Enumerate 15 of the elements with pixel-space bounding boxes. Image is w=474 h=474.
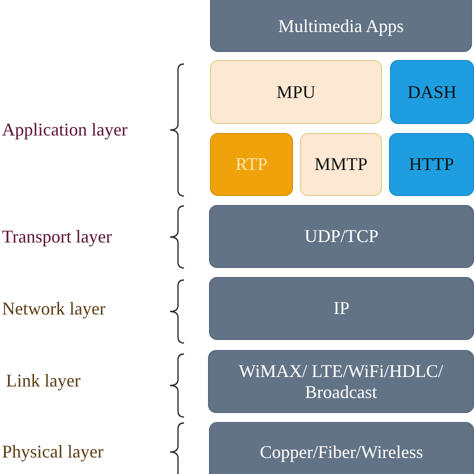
layer-label: Physical layer bbox=[2, 442, 104, 462]
layer-label: Transport layer bbox=[2, 226, 112, 248]
layer-box: UDP/TCP bbox=[209, 205, 474, 268]
protocol-box: HTTP bbox=[389, 133, 474, 196]
protocol-box: RTP bbox=[210, 133, 293, 196]
layer-label: Network layer bbox=[2, 298, 106, 320]
protocol-box: MPU bbox=[210, 60, 382, 124]
layer-box: IP bbox=[209, 277, 474, 340]
layer-label: Application layer bbox=[2, 120, 128, 140]
layer-box: Copper/Fiber/Wireless bbox=[209, 422, 474, 474]
protocol-box: MMTP bbox=[300, 133, 382, 196]
protocol-box: DASH bbox=[390, 60, 474, 124]
layer-label: Link layer bbox=[6, 370, 80, 392]
layer-box: WiMAX/ LTE/WiFi/HDLC/ Broadcast bbox=[208, 350, 474, 413]
app-box: Multimedia Apps bbox=[210, 0, 472, 52]
